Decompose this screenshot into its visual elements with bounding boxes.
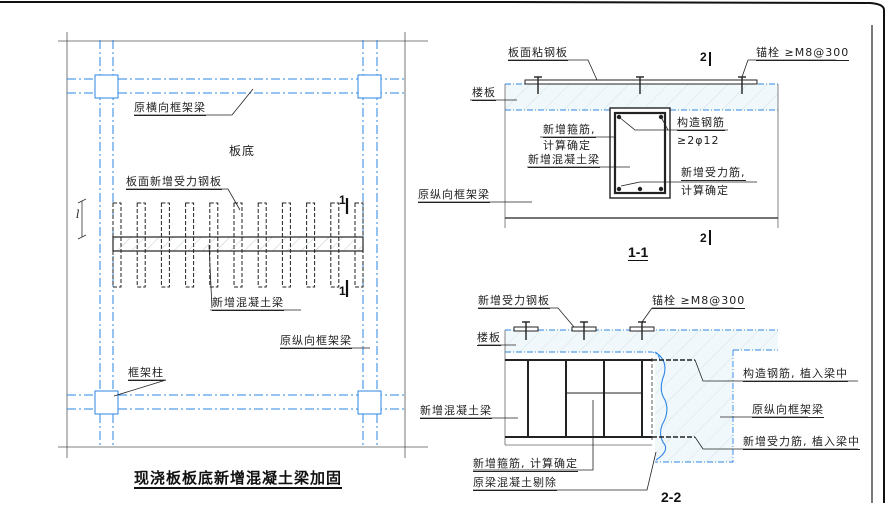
label-stirrup-line2: 计算确定	[543, 139, 591, 152]
section-mark-1-bottom: 1	[339, 284, 346, 298]
section-1-1	[418, 52, 836, 245]
slab-1-1	[505, 84, 778, 110]
section-2-2-title: 2-2	[661, 489, 682, 505]
label-constructional-bar-2: ≥2φ12	[677, 134, 720, 147]
column-top-left	[94, 74, 119, 99]
label-slab-2-2: 楼板	[477, 331, 501, 346]
label-longitudinal-beam-1-1: 原纵向框架梁	[418, 188, 490, 203]
label-column: 框架柱	[128, 366, 164, 381]
label-slab-bottom: 板底	[229, 144, 256, 158]
label-constructional-bar-2-2: 构造钢筋, 植入梁中	[743, 367, 848, 382]
section-1-1-title: 1-1	[628, 244, 649, 261]
stirrup	[613, 111, 667, 195]
section-2-2	[420, 307, 858, 491]
plan-view	[58, 32, 428, 458]
label-longitudinal-beam-2-2: 原纵向框架梁	[752, 403, 824, 418]
label-top-steel-plate: 板面新增受力钢板	[126, 175, 222, 190]
new-concrete-beam-plan	[112, 236, 364, 252]
section-mark-2-top: 2	[700, 50, 707, 64]
frame-columns	[94, 74, 382, 415]
break-interface	[654, 351, 668, 461]
label-constructional-bar-1: 构造钢筋	[677, 116, 725, 131]
rebar-cage	[505, 359, 652, 438]
label-stirrup-line1: 新增箍筋,	[543, 123, 596, 138]
label-anchor-2-2: 锚栓 ≥M8@300	[652, 294, 746, 309]
bonded-steel-plate	[524, 79, 758, 85]
label-new-beam-2-2: 新增混凝土梁	[420, 404, 492, 419]
label-new-beam-1-1: 新增混凝土梁	[528, 153, 600, 168]
label-new-beam-plan: 新增混凝土梁	[212, 296, 284, 311]
column-top-right	[357, 74, 382, 99]
label-transverse-beam: 原横向框架梁	[134, 101, 206, 116]
label-stirrup-2-2: 新增箍筋, 计算确定	[473, 457, 578, 472]
label-main-bar-2-2: 新增受力筋, 植入梁中	[743, 435, 860, 450]
label-anchor-1-1: 锚栓 ≥M8@300	[756, 46, 850, 61]
section-mark-2-bottom: 2	[700, 231, 707, 245]
dimension-l	[77, 198, 87, 240]
label-plate-2-2: 新增受力钢板	[478, 294, 550, 309]
label-slab-1-1: 楼板	[472, 86, 496, 101]
label-main-bar-1: 新增受力筋,	[681, 166, 746, 181]
new-beam-section	[609, 107, 671, 199]
column-bottom-left	[94, 390, 119, 415]
label-longitudinal-beam-plan: 原纵向框架梁	[280, 334, 352, 349]
label-concrete-removed: 原梁混凝土剔除	[473, 476, 557, 491]
embedded-bars	[652, 359, 695, 438]
section-mark-1-top: 1	[339, 193, 346, 207]
label-main-bar-2: 计算确定	[681, 184, 729, 197]
column-bottom-right	[357, 390, 382, 415]
plan-title: 现浇板板底新增混凝土梁加固	[134, 469, 343, 489]
label-bonded-plate: 板面粘钢板	[508, 46, 568, 61]
transverse-beam-lines	[67, 78, 405, 410]
label-dimension-l: l	[76, 208, 81, 221]
